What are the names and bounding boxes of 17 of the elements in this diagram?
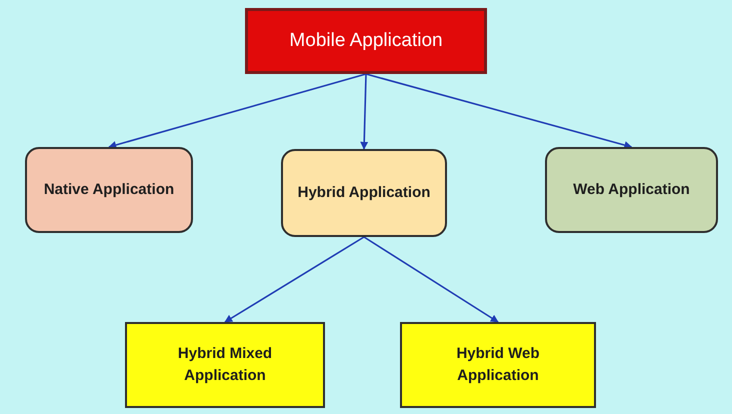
node-label: Hybrid Web Application bbox=[455, 344, 541, 386]
node-label: Native Application bbox=[44, 180, 174, 200]
arrow bbox=[366, 73, 632, 149]
arrow bbox=[364, 236, 499, 323]
title-box bbox=[245, 8, 487, 74]
arrow bbox=[224, 236, 364, 323]
node-label: Mobile Application bbox=[289, 28, 443, 53]
node-label: Hybrid Application bbox=[298, 182, 430, 203]
arrow bbox=[360, 74, 368, 150]
rounded-box bbox=[25, 147, 193, 233]
process-box bbox=[400, 322, 596, 408]
rounded-box bbox=[545, 147, 718, 233]
rounded-box bbox=[281, 149, 447, 237]
process-box bbox=[125, 322, 325, 408]
node-label: Hybrid Mixed Application bbox=[176, 344, 274, 386]
arrow bbox=[108, 73, 366, 149]
node-label: Web Application bbox=[573, 180, 690, 200]
